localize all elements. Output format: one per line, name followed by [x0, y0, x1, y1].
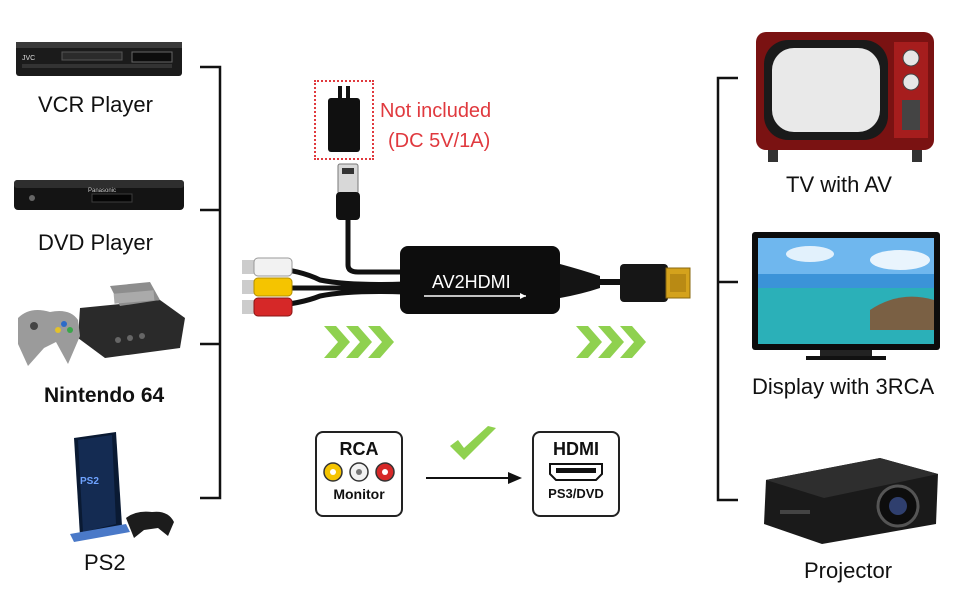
retro-tv-image: [754, 30, 939, 165]
output-label-display: Display with 3RCA: [752, 374, 935, 399]
source-label-vcr: VCR Player: [38, 92, 153, 117]
rca-box-subtitle: Monitor: [333, 486, 385, 502]
dvd-player-image: Panasonic: [12, 176, 187, 216]
rca-box-title: RCA: [339, 439, 379, 459]
hdmi-box-title: HDMI: [553, 439, 599, 459]
power-note-line2: (DC 5V/1A): [388, 130, 491, 152]
projector-image: [760, 440, 942, 548]
source-label-n64: Nintendo 64: [44, 384, 165, 407]
hdmi-ps3dvd-box: HDMI PS3/DVD: [532, 431, 620, 517]
chevron-arrows-right: [576, 326, 646, 358]
vcr-brand: JVC: [22, 55, 35, 62]
dvd-brand: Panasonic: [88, 188, 116, 194]
check-icon: [450, 426, 496, 460]
vcr-player-image: JVC: [14, 38, 184, 80]
right-bracket: [716, 76, 738, 502]
rca-jacks-icon: [323, 462, 395, 482]
ps2-image: PS2: [56, 426, 176, 546]
power-adapter-icon: [328, 86, 360, 152]
power-adapter-frame: [314, 80, 374, 160]
source-label-dvd: DVD Player: [38, 230, 153, 255]
hdmi-box-subtitle: PS3/DVD: [548, 486, 604, 501]
conversion-arrow-icon: [426, 472, 522, 484]
hdmi-port-icon: [549, 463, 603, 481]
hdmi-connector-icon: [620, 264, 691, 302]
rca-monitor-box: RCA Monitor: [315, 431, 403, 517]
source-label-ps2: PS2: [84, 550, 126, 575]
display-image: [750, 230, 942, 366]
converter-label: AV2HDMI: [432, 272, 511, 292]
nintendo-64-image: [10, 278, 190, 373]
output-label-tv: TV with AV: [786, 172, 892, 197]
usb-connector-icon: [336, 163, 360, 220]
converter-arrow-line: [424, 293, 526, 299]
svg-text:PS2: PS2: [80, 476, 99, 487]
output-label-projector: Projector: [804, 558, 893, 583]
av2hdmi-cable-assembly: [242, 163, 691, 317]
rca-plugs-icon: [242, 257, 406, 317]
power-note-line1: Not included: [380, 100, 492, 122]
chevron-arrows-left: [324, 326, 394, 358]
left-bracket: [200, 65, 222, 500]
